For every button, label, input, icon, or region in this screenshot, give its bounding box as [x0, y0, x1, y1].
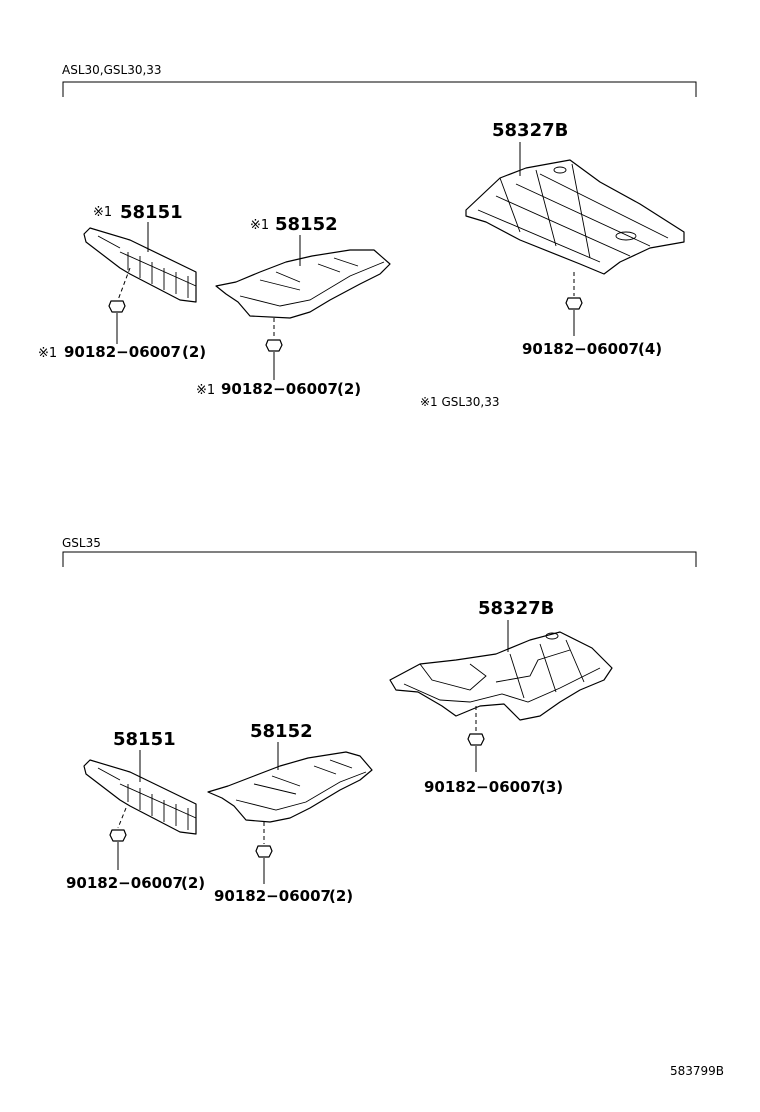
bolt-number: 90182−06007 — [522, 340, 639, 358]
bolt-icon — [565, 297, 583, 310]
part-mark: ※1 — [93, 205, 112, 220]
floor-insulator-58327b-sec1[interactable] — [465, 159, 685, 275]
part-number-58152: 58152 — [250, 721, 313, 742]
part-number-58151: 58151 — [120, 202, 183, 223]
part-number-58327b: 58327B — [478, 598, 554, 619]
bolt-number: 90182−06007 — [221, 380, 338, 398]
bolt-number: 90182−06007 — [64, 343, 181, 361]
heat-insulator-58152-sec1[interactable] — [215, 249, 391, 319]
bolt-number: 90182−06007 — [66, 874, 183, 892]
heat-insulator-58152-sec2[interactable] — [207, 751, 373, 823]
floor-insulator-58327b-sec2[interactable] — [389, 631, 613, 721]
part-number-58327b: 58327B — [492, 120, 568, 141]
bolt-qty: (3) — [539, 778, 563, 796]
section-2-bracket — [62, 551, 697, 567]
bolt-icon — [467, 733, 485, 746]
bolt-qty: (2) — [329, 887, 353, 905]
drawing-id: 583799B — [670, 1064, 724, 1078]
bolt-mark: ※1 — [38, 346, 57, 361]
section-1-bracket — [62, 81, 697, 97]
bolt-mark: ※1 — [196, 383, 215, 398]
bolt-icon — [108, 300, 126, 313]
applicability-note: ※1 GSL30,33 — [420, 395, 499, 409]
bolt-qty: (2) — [337, 380, 361, 398]
section-1-title: ASL30,GSL30,33 — [62, 63, 162, 77]
heat-insulator-58151-sec2[interactable] — [83, 759, 197, 835]
bolt-number: 90182−06007 — [424, 778, 541, 796]
part-mark: ※1 — [250, 218, 269, 233]
bolt-qty: (4) — [638, 340, 662, 358]
bolt-icon — [265, 339, 283, 352]
dashed-line — [117, 807, 127, 829]
part-number-58151: 58151 — [113, 729, 176, 750]
bolt-qty: (2) — [181, 874, 205, 892]
heat-insulator-58151-sec1[interactable] — [83, 227, 197, 303]
dashed-line — [117, 267, 131, 301]
bolt-icon — [255, 845, 273, 858]
section-2-title: GSL35 — [62, 536, 101, 550]
bolt-icon — [109, 829, 127, 842]
bolt-qty: (2) — [182, 343, 206, 361]
part-number-58152: 58152 — [275, 214, 338, 235]
bolt-number: 90182−06007 — [214, 887, 331, 905]
